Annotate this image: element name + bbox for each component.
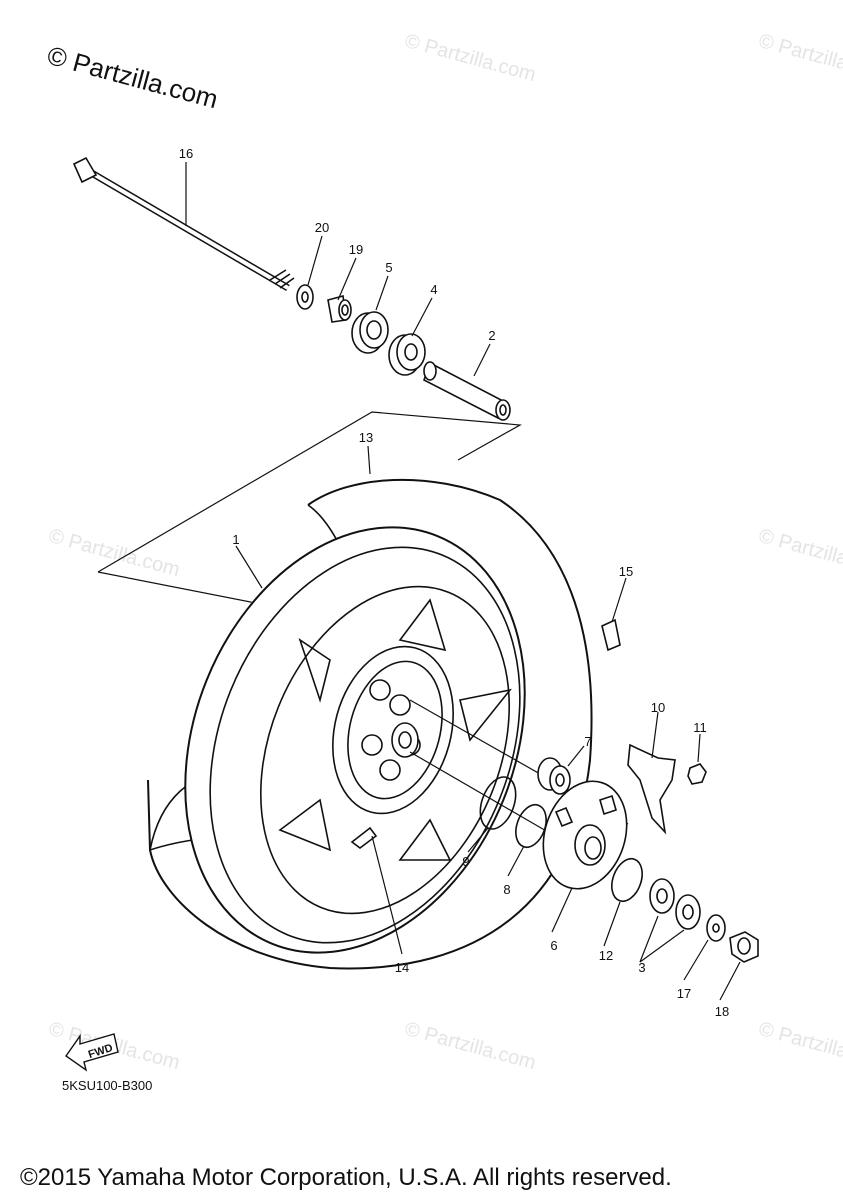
label-16: 16	[179, 146, 193, 161]
locking-washer	[627, 743, 676, 835]
nut-11	[687, 763, 707, 785]
label-20: 20	[315, 220, 329, 235]
label-6: 6	[550, 938, 557, 953]
diagram-code: 5KSU100-B300	[62, 1078, 153, 1093]
wheel	[147, 478, 593, 970]
spacer	[423, 361, 511, 421]
bearing-4	[388, 333, 426, 376]
part-labels: 1 2 3 4 5 6 7 8 9 10 11 12 13 14 15 16 1…	[179, 146, 729, 1019]
label-13: 13	[359, 430, 373, 445]
axle	[72, 156, 295, 292]
washer	[296, 284, 314, 310]
label-3: 3	[638, 960, 645, 975]
label-19: 19	[349, 242, 363, 257]
nut-18	[729, 931, 759, 963]
label-2: 2	[488, 328, 495, 343]
label-14: 14	[395, 960, 409, 975]
label-9: 9	[462, 854, 469, 869]
bearing-5	[351, 311, 389, 354]
callout-leaders	[185, 162, 741, 1001]
o-ring-12	[611, 857, 643, 903]
label-1: 1	[232, 532, 239, 547]
balance-weight	[601, 618, 621, 652]
label-12: 12	[599, 948, 613, 963]
label-4: 4	[430, 282, 437, 297]
label-7: 7	[584, 734, 591, 749]
copyright-text: ©2015 Yamaha Motor Corporation, U.S.A. A…	[20, 1164, 672, 1191]
fwd-arrow-icon: FWD	[65, 1033, 119, 1072]
label-18: 18	[715, 1004, 729, 1019]
collar-7	[537, 757, 571, 795]
bearing-3	[649, 878, 701, 930]
gear-unit	[542, 780, 628, 890]
label-10: 10	[651, 700, 665, 715]
label-15: 15	[619, 564, 633, 579]
washer-17	[706, 914, 726, 942]
label-5: 5	[385, 260, 392, 275]
collar	[327, 294, 352, 323]
label-17: 17	[677, 986, 691, 1001]
label-11: 11	[693, 720, 707, 735]
label-8: 8	[503, 882, 510, 897]
o-ring-9	[479, 776, 517, 830]
